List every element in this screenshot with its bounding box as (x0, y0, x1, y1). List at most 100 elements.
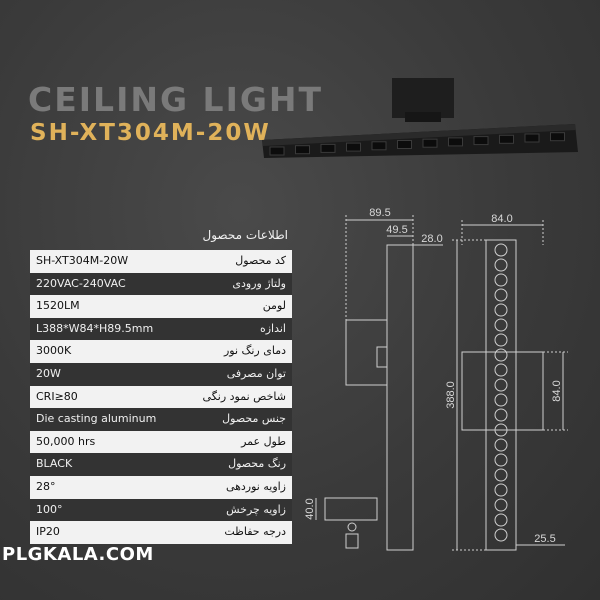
spec-row: BLACK رنگ محصول (30, 453, 292, 476)
spec-value: IP20 (36, 525, 60, 539)
spec-label: درجه حفاظت (224, 525, 286, 539)
spec-value: 3000K (36, 344, 72, 358)
spec-row: IP20 درجه حفاظت (30, 521, 292, 544)
lens-circle (494, 513, 508, 527)
spec-row: 50,000 hrs طول عمر (30, 430, 292, 454)
side-view-bracket (345, 319, 388, 386)
lens-circle (494, 243, 508, 257)
spec-label: طول عمر (241, 434, 286, 448)
spec-row: Die casting aluminum جنس محصول (30, 408, 292, 431)
spec-value: CRI≥80 (36, 389, 78, 403)
spec-value: 28° (36, 479, 56, 493)
side-view-drawing (315, 215, 443, 551)
lens-circle (494, 423, 508, 437)
lens-circle (494, 483, 508, 497)
dim-bottom-offset: 25.5 (534, 533, 555, 545)
spec-label: توان مصرفی (226, 366, 286, 380)
lens-circle (494, 348, 508, 362)
front-view-body (485, 239, 517, 551)
led-cell (371, 141, 387, 151)
front-view-mount (461, 351, 544, 431)
spec-label: کد محصول (235, 254, 286, 267)
front-view-drawing (452, 220, 568, 551)
dim-offset: 49.5 (386, 224, 407, 236)
lens-circle (494, 258, 508, 272)
lens-circle (494, 333, 508, 347)
spec-label: شاخص نمود رنگی (202, 389, 286, 403)
spec-table: SH-XT304M-20W کد محصول 220VAC-240VAC ولتاژ … (30, 250, 292, 544)
spec-row: 220VAC-240VAC ولتاژ ورودی (30, 272, 292, 296)
fixture-led-cells (269, 132, 565, 156)
spec-label: جنس محصول (222, 412, 286, 426)
lens-circle (494, 498, 508, 512)
spec-row: 20W توان مصرفی (30, 362, 292, 386)
led-cell (499, 134, 514, 144)
spec-row: SH-XT304M-20W کد محصول (30, 250, 292, 273)
spec-label: زاویه نوردهی (225, 479, 286, 493)
spec-value: 20W (36, 366, 61, 380)
dim-width-total: 89.5 (369, 207, 390, 219)
spec-value: L388*W84*H89.5mm (36, 321, 154, 335)
spec-label: زاویه چرخش (226, 502, 286, 516)
dim-length: 388.0 (445, 381, 457, 409)
led-cell (295, 145, 310, 155)
led-cell (550, 132, 565, 142)
spec-row: 3000K دمای رنگ نور (30, 340, 292, 363)
spec-value: BLACK (36, 457, 73, 471)
dim-depth: 28.0 (421, 233, 442, 245)
product-category-title: CEILING LIGHT (28, 80, 324, 119)
fixture-mount-neck (405, 112, 441, 122)
lens-circle (494, 438, 508, 452)
watermark: PLGKALA.COM (2, 544, 154, 565)
spec-label: لومن (262, 299, 286, 313)
spec-row: CRI≥80 شاخص نمود رنگی (30, 385, 292, 409)
base-clip (345, 533, 359, 549)
front-view-lenses (494, 243, 508, 542)
spec-value: 100° (36, 502, 63, 516)
lens-circle (494, 453, 508, 467)
led-cell (448, 137, 463, 147)
dim-width-front: 84.0 (491, 213, 512, 225)
spec-label: ولتاژ ورودی (232, 276, 286, 290)
led-cell (422, 138, 438, 148)
led-cell (397, 140, 412, 149)
lens-circle (494, 273, 508, 287)
lens-circle (494, 303, 508, 317)
spec-value: 220VAC-240VAC (36, 276, 126, 290)
lens-circle (494, 468, 508, 482)
spec-value: Die casting aluminum (36, 412, 157, 426)
led-cell (269, 146, 285, 156)
led-cell (473, 136, 489, 146)
lens-circle (494, 318, 508, 332)
spec-label: رنگ محصول (228, 457, 286, 471)
base-pin (347, 522, 357, 532)
spec-value: 50,000 hrs (36, 434, 96, 448)
lens-circle (494, 393, 508, 407)
spec-row: 1520LM لومن (30, 295, 292, 318)
spec-value: SH-XT304M-20W (36, 254, 129, 267)
spec-table-title: اطلاعات محصول (202, 228, 288, 242)
lens-circle (494, 378, 508, 392)
side-view-body (386, 244, 414, 551)
led-cell (346, 142, 361, 152)
side-view-joint (376, 346, 388, 368)
lens-circle (494, 363, 508, 377)
dim-base-height: 40.0 (304, 498, 316, 519)
spec-row: 28° زاویه نوردهی (30, 475, 292, 499)
base-block (324, 497, 378, 521)
led-cell (320, 143, 336, 153)
product-model-code: SH-XT304M-20W (30, 120, 271, 146)
spec-row: L388*W84*H89.5mm اندازه (30, 317, 292, 341)
fixture-mount-block (392, 78, 454, 118)
spec-label: دمای رنگ نور (223, 344, 286, 358)
lens-circle (494, 408, 508, 422)
spec-value: 1520LM (36, 299, 80, 313)
led-cell (524, 133, 540, 143)
lens-circle (494, 528, 508, 542)
fixture-light-bar-top (262, 124, 576, 146)
lens-circle (494, 288, 508, 302)
dim-side-height: 84.0 (551, 380, 563, 401)
spec-row: 100° زاویه چرخش (30, 498, 292, 522)
spec-label: اندازه (259, 321, 286, 335)
